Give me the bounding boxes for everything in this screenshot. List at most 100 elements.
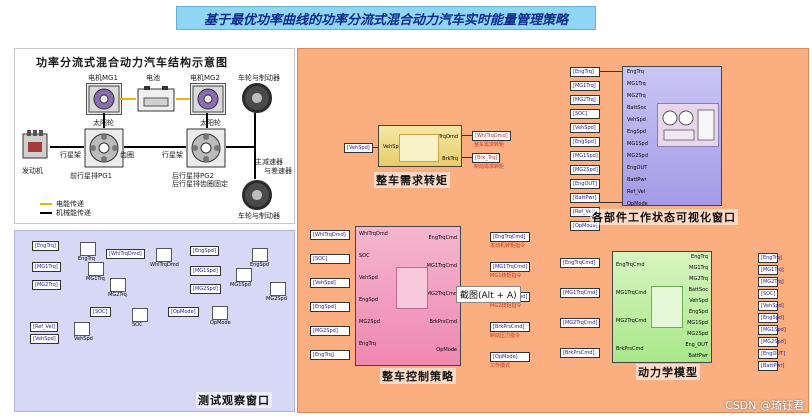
visual-port: EngOUT: [627, 165, 648, 171]
dynamics-output-tag[interactable]: [EngTrq]: [758, 253, 782, 263]
control-output-tag[interactable]: [EngTrqCmd]: [490, 232, 530, 242]
label-rear-ring-fixed: 后行星排齿圈固定: [172, 180, 228, 188]
monitor-tag[interactable]: [EngSpd]: [190, 246, 219, 256]
visual-input-tag[interactable]: [MG1Spd]: [570, 151, 600, 161]
battery-icon: [136, 84, 176, 112]
visual-input-tag[interactable]: [BattPwr]: [570, 193, 600, 203]
visual-input-tag[interactable]: [EngOUT]: [570, 179, 600, 189]
dynamics-input-tag[interactable]: [MG2TrqCmd]: [560, 318, 600, 328]
scope-icon[interactable]: [252, 248, 268, 262]
scope-label: MG2Spd: [266, 296, 287, 302]
dynamics-input-tag[interactable]: [EngTrqCmd]: [560, 258, 600, 268]
wheel-icon: [242, 180, 272, 210]
dynamics-output-tag[interactable]: [MG1Spd]: [758, 325, 786, 335]
control-input-tag[interactable]: [MG2Spd]: [310, 326, 350, 336]
diagram-title: 功率分流式混合动力汽车结构示意图: [36, 56, 228, 69]
dynamics-output-tag[interactable]: [EngSpd]: [758, 313, 784, 323]
control-output-tag[interactable]: [MG1TrqCmd]: [490, 262, 530, 272]
dynamics-output-tag[interactable]: [VehSpd]: [758, 301, 784, 311]
dynamics-output-tag[interactable]: [MG2Trq]: [758, 277, 784, 287]
monitor-tag[interactable]: [WhlTrqDmd]: [106, 249, 145, 259]
label-front-pg: 前行星排PG1: [70, 172, 113, 180]
control-in-port: EngTrq: [359, 341, 376, 347]
monitor-tag[interactable]: [OpMode]: [168, 307, 199, 317]
dynamics-out-port: Eng_OUT: [685, 342, 708, 348]
scope-icon[interactable]: [156, 248, 172, 262]
monitor-tag[interactable]: [MG2Spd]: [190, 284, 221, 294]
legend-electric-swatch: [40, 203, 52, 205]
visual-input-tag[interactable]: [MG2Spd]: [570, 165, 600, 175]
mechanical-line: [226, 146, 254, 148]
output-tag-brktrq[interactable]: [Brk_Trq]: [472, 153, 501, 163]
control-input-tag[interactable]: [WhlTrqDmd]: [310, 230, 350, 240]
engine-icon: [20, 128, 50, 162]
label-differential: 与差速器: [264, 167, 292, 175]
dynamics-input-tag[interactable]: [MG1TrqCmd]: [560, 288, 600, 298]
mechanical-line: [206, 113, 208, 128]
monitor-tag[interactable]: [EngTrq]: [32, 241, 59, 251]
dynamics-output-tag[interactable]: [EngOUT]: [758, 349, 785, 359]
scope-label: SOC: [132, 322, 143, 328]
dynamics-output-tag[interactable]: [MG1Trq]: [758, 265, 784, 275]
signal-line: [372, 147, 378, 148]
dynamics-model-block[interactable]: EngTrqCmd MG1TrqCmd MG2TrqCmd BrkPrsCmd …: [612, 251, 712, 363]
control-input-tag[interactable]: [VehSpd]: [310, 278, 350, 288]
dynamics-output-tag[interactable]: [SOC]: [758, 289, 778, 299]
visualization-block[interactable]: EngTrq MG1Trq MG2Trq BattSoc VehSpd EngS…: [622, 66, 722, 207]
visual-port: MG2Trq: [627, 93, 646, 99]
port-vehspd: VehSpd: [383, 144, 402, 150]
caption-visualization: 各部件工作状态可视化窗口: [590, 209, 738, 225]
scope-icon[interactable]: [88, 262, 104, 276]
motor-icon: [88, 85, 120, 113]
control-output-tag[interactable]: [OpMode]: [490, 352, 530, 362]
output-tag-whltrqdmd[interactable]: [WhlTrqDmd]: [472, 131, 511, 141]
screenshot-tooltip: 截图(Alt + A): [456, 286, 521, 303]
dynamics-output-tag[interactable]: [BattPwr]: [758, 361, 784, 371]
dynamics-out-port: EngTrq: [691, 254, 708, 260]
visual-input-tag[interactable]: [MG2Trq]: [570, 95, 600, 105]
note-demand-torque: 整车需求转矩: [474, 142, 505, 148]
control-output-note: MG1转矩指令: [490, 273, 522, 279]
control-input-tag[interactable]: [SOC]: [310, 254, 350, 264]
visual-port: BattSoc: [627, 105, 647, 111]
visual-port: MG1Trq: [627, 81, 646, 87]
control-input-tag[interactable]: [EngSpd]: [310, 302, 350, 312]
visual-input-tag[interactable]: [OpMode]: [570, 221, 600, 231]
scope-icon[interactable]: [74, 322, 90, 336]
monitor-tag[interactable]: [MG2Trq]: [32, 280, 61, 290]
input-tag-vehspd[interactable]: [VehSpd]: [344, 143, 373, 153]
scope-icon[interactable]: [110, 278, 126, 292]
visual-input-tag[interactable]: [EngSpd]: [570, 137, 600, 147]
scope-icon[interactable]: [80, 242, 96, 256]
dynamics-out-port: MG1Trq: [689, 265, 708, 271]
visual-input-tag[interactable]: [MG1Trq]: [570, 81, 600, 91]
label-engine: 发动机: [22, 167, 43, 175]
control-strategy-block[interactable]: WhlTrqDmd SOC VehSpd EngSpd MG2Spd EngTr…: [355, 226, 461, 366]
dynamics-output-tag[interactable]: [MG2Spd]: [758, 337, 786, 347]
scope-icon[interactable]: [236, 268, 252, 282]
visual-input-tag[interactable]: [EngTrq]: [570, 67, 600, 77]
scope-icon[interactable]: [132, 308, 148, 322]
electric-line: [120, 98, 136, 100]
monitor-tag[interactable]: [SOC]: [90, 307, 111, 317]
mechanical-line: [254, 113, 256, 179]
dynamics-input-column: [EngTrqCmd] [MG1TrqCmd] [MG2TrqCmd] [Brk…: [560, 258, 600, 358]
demand-torque-block[interactable]: VehSpd WhlTrqDmd BrkTrq: [378, 125, 462, 167]
monitor-panel: [14, 230, 295, 412]
visual-input-tag[interactable]: [VehSpd]: [570, 123, 600, 133]
scope-label: VehSpd: [74, 336, 93, 342]
signal-line: [462, 157, 472, 158]
monitor-tag[interactable]: [MG1Spd]: [190, 266, 221, 276]
monitor-tag[interactable]: [MG1Trq]: [32, 262, 61, 272]
visual-input-tag[interactable]: [SOC]: [570, 109, 600, 119]
dynamics-input-tag[interactable]: [BrkPrsCmd]: [560, 348, 600, 358]
control-input-tag[interactable]: [EngTrq]: [310, 350, 350, 360]
scope-icon[interactable]: [270, 282, 286, 296]
scope-icon[interactable]: [212, 306, 228, 320]
dynamics-block-icon: [651, 286, 683, 328]
control-in-port: SOC: [359, 253, 370, 259]
monitor-tag[interactable]: [VehSpd]: [30, 334, 59, 344]
page-title: 基于最优功率曲线的功率分流式混合动力汽车实时能量管理策略: [176, 6, 596, 30]
monitor-tag[interactable]: [Ref_Vel]: [30, 322, 58, 332]
control-output-tag[interactable]: [BrkPrsCmd]: [490, 322, 530, 332]
